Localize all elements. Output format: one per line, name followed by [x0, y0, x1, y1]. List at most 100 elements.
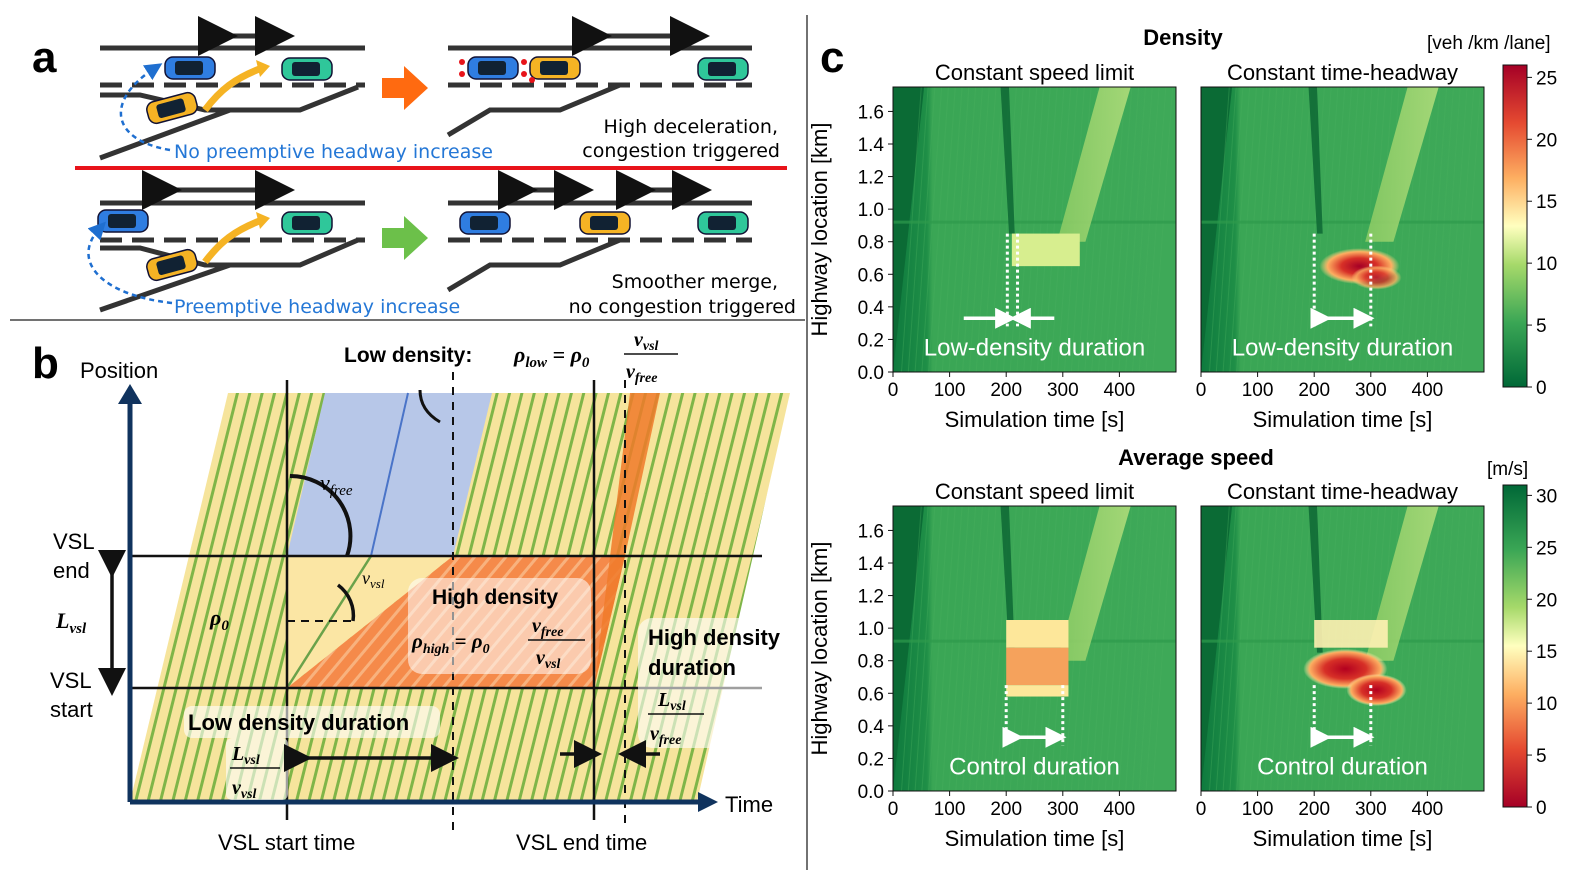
x-tick-label: 0	[888, 799, 899, 820]
car-yellow-icon	[146, 248, 198, 282]
speed-title: Average speed	[1118, 445, 1274, 470]
heatmap-body: Control duration	[893, 506, 1176, 791]
car-blue-icon	[164, 56, 216, 80]
vsl-start-time: VSL start time	[218, 830, 355, 855]
high-density-duration-line2: duration	[648, 655, 736, 680]
heatmap-frame	[892, 86, 1177, 373]
x-tick-label: 300	[1047, 380, 1079, 401]
speed-unit: [m/s]	[1487, 459, 1528, 480]
heatmap-texture	[1208, 87, 1230, 372]
y-tick-label: 1.2	[858, 587, 884, 608]
good-outcome-arrow-icon	[382, 216, 428, 260]
initial-wedge	[1201, 87, 1233, 372]
bottom-result-line1: Smoother merge,	[612, 271, 778, 293]
heatmap-frame	[1200, 505, 1485, 792]
car-teal-icon	[281, 211, 333, 235]
panel-b: b Position Time Low density: ρl	[32, 329, 794, 855]
heatmap-texture	[1222, 87, 1244, 372]
heatmap-title: Constant time-headway	[1227, 60, 1458, 85]
shock-band	[594, 393, 660, 688]
heatmap-texture	[1439, 87, 1461, 372]
merge-arrow-icon	[202, 64, 264, 113]
heatmap-texture	[955, 506, 977, 791]
panel-c-label: c	[820, 33, 844, 82]
colorbar-tick-label: 10	[1536, 694, 1557, 715]
car-teal-icon	[281, 57, 333, 81]
heatmap-texture	[1426, 87, 1448, 372]
heatmap-texture	[934, 87, 956, 372]
heatmap-texture	[1276, 506, 1298, 791]
low-density-annotation: Low-density duration	[1232, 335, 1453, 362]
heatmap-texture	[1249, 87, 1271, 372]
heatmap-texture	[1249, 506, 1271, 791]
heatmap-texture	[1152, 87, 1174, 372]
heatmap-texture	[1104, 506, 1126, 791]
heatmap-texture	[1043, 87, 1065, 372]
car-teal-icon	[697, 57, 749, 81]
low-density-label: Low density:	[344, 344, 472, 367]
heatmap-texture	[914, 506, 936, 791]
panel-a-label: a	[32, 33, 57, 82]
x-tick-label: 200	[990, 380, 1022, 401]
heatmap-texture	[1460, 87, 1482, 372]
colorbar-tick-label: 5	[1536, 746, 1547, 767]
high-density-formula: ρhigh = ρ0	[411, 629, 490, 657]
colorbar-tick-label: 15	[1536, 192, 1557, 213]
heatmap-texture	[1118, 506, 1140, 791]
y-tick-label: 0.8	[858, 652, 884, 673]
heatmap-texture	[955, 87, 977, 372]
heatmap-texture	[1263, 506, 1285, 791]
car-blue-icon	[459, 211, 511, 235]
x-axis-label: Simulation time [s]	[945, 826, 1125, 851]
svg-text:vfree: vfree	[626, 361, 657, 386]
heatmap-texture	[1304, 87, 1325, 372]
heatmap-body: Low-density duration	[893, 87, 1176, 372]
y-tick-label: 0.4	[858, 717, 885, 738]
x-tick-label: 300	[1047, 799, 1079, 820]
heatmap-texture	[962, 87, 983, 372]
merge-arrow-icon	[202, 216, 264, 265]
initial-wedge	[893, 87, 925, 372]
colorbar-tick-label: 25	[1536, 68, 1557, 89]
vsl-end-time: VSL end time	[516, 830, 647, 855]
x-tick-label: 200	[990, 799, 1022, 820]
heatmap-texture	[900, 506, 922, 791]
x-tick-label: 400	[1412, 799, 1444, 820]
y-tick-label: 0.4	[858, 298, 885, 319]
high-density-spot	[1351, 265, 1402, 290]
vsl-start-line2: start	[50, 697, 93, 722]
heatmap-texture	[1460, 506, 1482, 791]
y-tick-label: 1.4	[858, 135, 885, 156]
colorbar-tick-label: 0	[1536, 798, 1547, 819]
top-caption: No preemptive headway increase	[174, 141, 493, 163]
car-yellow-icon	[579, 211, 631, 235]
y-axis-label: Highway location [km]	[807, 542, 832, 756]
wake-wedge	[1057, 87, 1131, 242]
heatmap-texture	[1256, 506, 1278, 791]
x-axis-label: Simulation time [s]	[1253, 826, 1433, 851]
vsl-end-line2: end	[53, 558, 90, 583]
heatmap-texture	[1138, 506, 1160, 791]
heatmap-texture	[1236, 87, 1257, 372]
heatmap-texture	[1215, 506, 1237, 791]
heatmap-texture	[982, 87, 1004, 372]
colorbar-tick-label: 20	[1536, 590, 1557, 611]
density-title: Density	[1143, 25, 1223, 50]
control-shock-line	[1308, 87, 1323, 234]
heatmap-background	[1201, 87, 1484, 372]
heatmap-texture	[1283, 87, 1305, 372]
y-tick-label: 1.4	[858, 554, 885, 575]
y-tick-label: 0.8	[858, 233, 884, 254]
heatmap-texture	[907, 87, 929, 372]
car-yellow-icon	[146, 91, 198, 125]
heatmap-texture	[1290, 87, 1312, 372]
heatmap-texture	[1111, 506, 1133, 791]
heatmap-texture	[948, 87, 970, 372]
heatmap-texture	[1131, 87, 1153, 372]
heatmap-texture	[1270, 506, 1291, 791]
heatmap-texture	[975, 87, 997, 372]
heatmap-texture	[1242, 506, 1264, 791]
heatmap-texture	[900, 87, 922, 372]
